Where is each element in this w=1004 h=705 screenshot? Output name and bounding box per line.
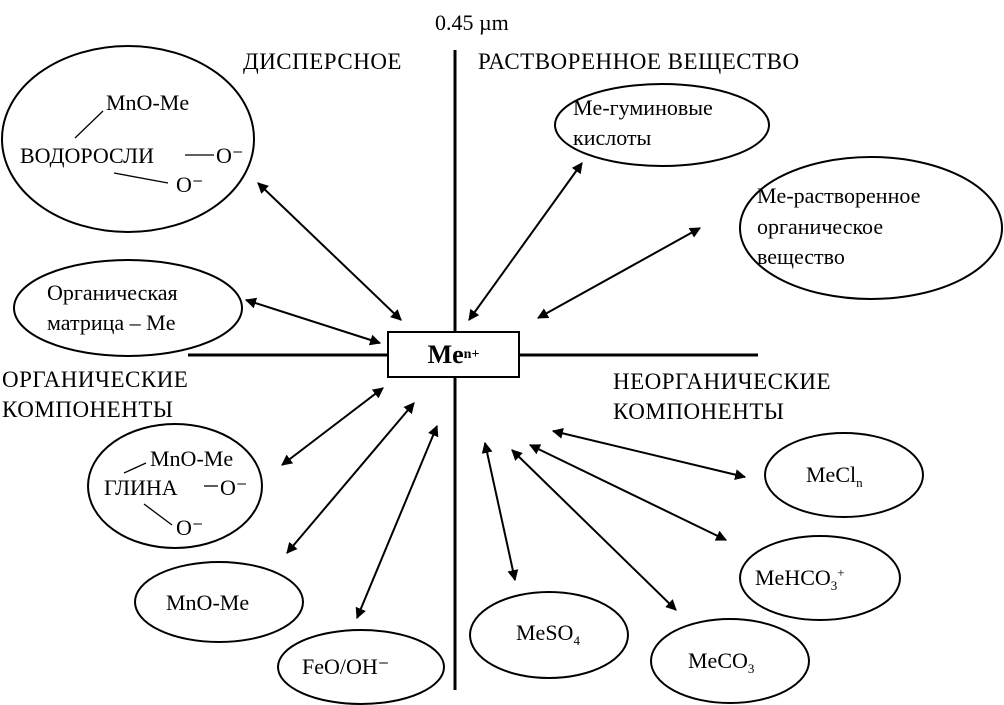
node-mno-me [134, 561, 304, 643]
algae-mno: MnO-Me [106, 90, 190, 115]
feo-label: FeO/OH⁻ [302, 654, 390, 679]
arrow-meso4 [481, 441, 519, 582]
meso4-label: MeSO4 [516, 620, 580, 648]
quadrant-label-inorganic-1: НЕОРГАНИЧЕСКИЕ [613, 369, 832, 394]
bond-algae-mno [74, 110, 104, 139]
center-base: Me [427, 339, 464, 369]
algae-label: ВОДОРОСЛИ [20, 143, 154, 168]
mno-me-label: MnO-Me [166, 590, 250, 615]
organic-matrix-line1: Органическая [47, 280, 178, 305]
clay-o2: O⁻ [176, 515, 204, 540]
node-organic-matrix [13, 259, 243, 357]
dom-line3: вещество [757, 244, 845, 269]
clay-o1: O⁻ [220, 475, 248, 500]
node-feo [277, 629, 445, 705]
node-algae [1, 45, 255, 233]
node-dom [739, 156, 1003, 300]
quadrant-label-dissolved: РАСТВОРЕННОЕ ВЕЩЕСТВО [478, 49, 800, 74]
quadrant-label-organic-1: ОРГАНИЧЕСКИЕ [2, 367, 189, 392]
arrow-feo [355, 424, 439, 620]
node-mehco3 [739, 535, 901, 621]
boundary-label: 0.45 µm [435, 10, 509, 35]
algae-o1: O⁻ [216, 143, 244, 168]
arrow-meco3 [511, 449, 677, 611]
node-mecln [764, 432, 924, 518]
mecln-base: MeCl [806, 462, 857, 487]
arrow-mecln [551, 427, 747, 481]
clay-label: ГЛИНА [104, 475, 178, 500]
arrow-mehco3 [529, 444, 727, 541]
humic-line2: кислоты [573, 125, 652, 150]
meco3-sub: 3 [747, 661, 755, 676]
mehco3-label: MeHCO3+ [755, 566, 845, 592]
quadrant-label-inorganic-2: КОМПОНЕНТЫ [613, 399, 785, 424]
mehco3-sub: 3 [830, 578, 838, 593]
bond-clay-o2 [143, 503, 173, 526]
mehco3-sup: + [837, 565, 845, 580]
clay-mno: MnO-Me [150, 446, 234, 471]
mecln-sub: n [856, 475, 863, 490]
arrow-organic-matrix [244, 297, 382, 346]
bond-clay-mno [123, 462, 147, 474]
mehco3-base: MeHCO [755, 565, 831, 590]
node-clay [87, 423, 263, 549]
mecln-label: MeCln [806, 462, 863, 490]
arrow-dom [537, 227, 701, 319]
center-charge: n+ [463, 346, 480, 362]
meco3-label: MeCO3 [688, 648, 755, 676]
arrow-algae [257, 182, 402, 321]
quadrant-label-organic-2: КОМПОНЕНТЫ [2, 397, 174, 422]
dom-line1: Me-растворенное [757, 183, 921, 208]
dom-line2: органическое [757, 214, 884, 239]
node-humic [554, 83, 770, 167]
meco3-base: MeCO [688, 648, 748, 673]
bond-algae-o2 [113, 172, 169, 184]
algae-o2: O⁻ [176, 172, 204, 197]
node-meco3 [650, 618, 810, 704]
organic-matrix-line2: матрица – Me [47, 310, 176, 335]
meso4-sub: 4 [573, 633, 580, 648]
arrow-humic [468, 162, 583, 321]
humic-line1: Me-гуминовые [573, 95, 713, 120]
quadrant-label-dispersed: ДИСПЕРСНОЕ [243, 49, 402, 74]
arrow-mno-me [286, 402, 415, 554]
arrow-clay [281, 387, 384, 466]
meso4-base: MeSO [516, 620, 574, 645]
